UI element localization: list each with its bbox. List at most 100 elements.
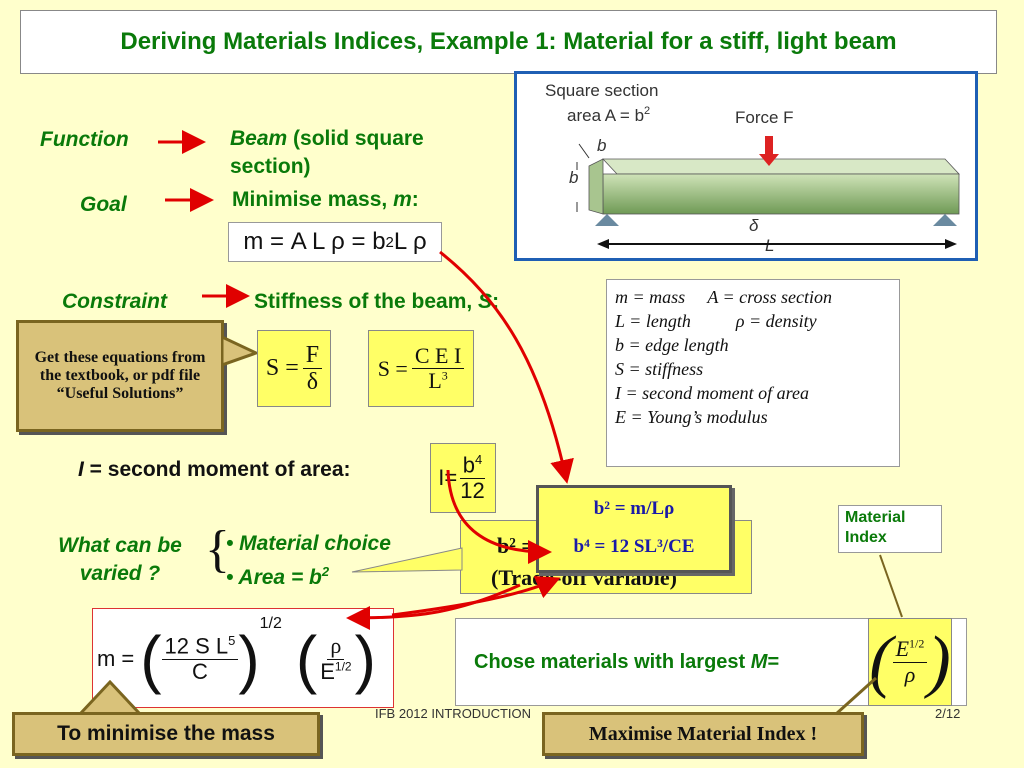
moment-eq-num-exp: 4 (474, 452, 483, 468)
mass-eq-lhs: m (243, 228, 264, 255)
stiffness-eq1-den: δ (306, 369, 319, 395)
beam-top (602, 158, 960, 175)
figure-b-top: b (597, 136, 607, 155)
constraint-text-main: Stiffness of the beam, (254, 290, 479, 313)
footer-page: 2/12 (935, 706, 961, 721)
figure-square-section: Square section area A = b2 (545, 80, 658, 126)
goal-var: m (393, 188, 412, 211)
mass-eq-eq1: = (270, 228, 285, 255)
m-paren-close: ) (927, 623, 951, 700)
figure-length: L (765, 236, 775, 255)
force-arrow-shaft (765, 136, 773, 156)
right-support (933, 214, 957, 226)
figure-sq-exp: 2 (644, 105, 651, 117)
mass-eq-tail: L ρ (393, 228, 427, 255)
figure-b-side: b (569, 168, 579, 187)
symbol-legend: m = mass A = cross section L = length ρ … (606, 279, 900, 467)
stiffness-eq2-num: C E I (411, 343, 465, 369)
moment-text-main: = second moment of area: (83, 458, 351, 481)
goal-label: Goal (80, 193, 127, 216)
title-box: Deriving Materials Indices, Example 1: M… (20, 10, 997, 74)
chose-text-main: Chose materials with largest (474, 651, 751, 673)
varied-item-2: • Area = b (226, 566, 322, 589)
textbook-callout: Get these equations from the textbook, o… (16, 320, 224, 432)
function-beam-line2: section) (230, 155, 311, 178)
chose-var: M (750, 651, 768, 673)
m-index-num-exp: 1/2 (909, 636, 925, 651)
function-beam: Beam (230, 127, 288, 150)
stiffness-eq2-lhs: S = (377, 355, 408, 381)
stiffness-eq2-den: L (428, 368, 442, 393)
mass-result-num: 12 S L (164, 633, 229, 659)
legend-line-3: b = edge length (615, 335, 729, 355)
goal-colon: : (411, 188, 419, 211)
mass-result-m: m (97, 646, 116, 671)
paren-open-1: ( (140, 623, 162, 695)
mass-result-den: C (191, 658, 208, 684)
beam-drawing (576, 136, 960, 249)
stiffness-eq2-den-exp: 3 (441, 368, 448, 383)
length-arrow-right (945, 239, 957, 249)
figure-sq-line1: Square section (545, 81, 659, 100)
constraint-text: Stiffness of the beam, S: (254, 290, 499, 314)
tradeoff-partial: b² = (497, 533, 534, 558)
mass-result-power: 1/2 (259, 615, 282, 632)
constraint-var: S (478, 290, 493, 313)
varied-brace: { (205, 521, 230, 578)
mass-eq-b: b (372, 228, 386, 255)
function-label: Function (40, 128, 129, 151)
minimise-label: To minimise the mass (12, 712, 320, 756)
legend-line-6: E = Young’s modulus (615, 407, 768, 427)
mass-result-rho: ρ (327, 634, 345, 660)
minimise-pointer (76, 680, 144, 716)
callout-pointer (222, 335, 260, 367)
figure-sq-line2: area A = b (567, 105, 645, 125)
moment-eq-lhs: I= (438, 465, 458, 490)
beam-end (588, 158, 604, 215)
paren-open-2: ( (295, 623, 318, 695)
chose-eq: = (767, 651, 780, 673)
goal-text-main: Minimise mass, (232, 188, 394, 211)
mass-result-num-exp: 5 (228, 633, 236, 649)
arrow-index-label (879, 554, 903, 618)
m-index-den: ρ (904, 661, 916, 687)
figure-force: Force F (735, 108, 794, 127)
mass-eq-eq2: = (351, 228, 366, 255)
goal-text: Minimise mass, m: (232, 188, 419, 212)
moment-var: I (78, 458, 84, 481)
varied-list: • Material choice • Area = b2 (226, 530, 391, 592)
b-top-arrow (578, 143, 590, 159)
constraint-label: Constraint (62, 290, 167, 313)
moment-text: I = second moment of area: (78, 458, 351, 482)
b-box-line-2: b⁴ = 12 SL³/CE (573, 536, 695, 557)
m-index-num: E (895, 636, 910, 662)
mass-result-E-exp: 1/2 (334, 659, 352, 674)
tradeoff-pointer (351, 547, 463, 573)
beam-figure: Square section area A = b2 Force F b b δ… (514, 71, 978, 261)
paren-close-2: ) (354, 623, 376, 695)
figure-delta: δ (749, 216, 759, 235)
beam-front (602, 173, 960, 215)
footer-left: IFB 2012 INTRODUCTION (375, 706, 532, 721)
chose-text: Chose materials with largest M= (474, 651, 779, 674)
mass-result-E: E (320, 658, 335, 684)
b-box-line-1: b² = m/Lρ (593, 498, 675, 519)
left-support (595, 214, 619, 226)
varied-question: What can be varied ? (58, 534, 182, 585)
function-beam-rest: (solid square (287, 127, 424, 150)
maximise-label: Maximise Material Index ! (542, 712, 864, 756)
b-relations-box: b² = m/Lρ b⁴ = 12 SL³/CE (536, 485, 732, 573)
legend-line-4: S = stiffness (615, 359, 704, 379)
legend-line-1: m = mass A = cross section (615, 287, 832, 307)
force-arrow-head (759, 154, 779, 166)
moment-eq-den: 12 (460, 477, 485, 503)
varied-item-2-exp: 2 (321, 564, 330, 579)
legend-line-5: I = second moment of area (615, 383, 809, 403)
legend-line-2: L = length ρ = density (615, 311, 817, 331)
